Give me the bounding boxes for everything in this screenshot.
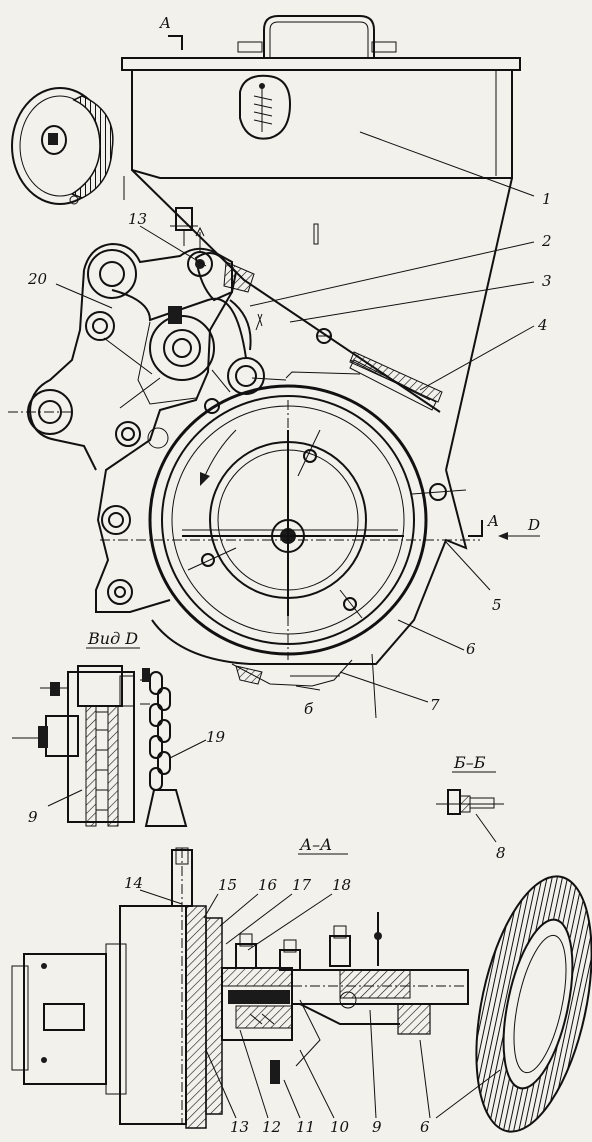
bolt-top xyxy=(329,925,351,967)
callout-1: 1 xyxy=(542,190,552,208)
section-aa: А–А xyxy=(11,835,592,1136)
callout-s10: 10 xyxy=(330,1118,350,1136)
callout-3: 3 xyxy=(542,272,552,290)
section-callouts: 14 15 16 17 18 13 12 11 10 9 6 xyxy=(124,874,501,1136)
view-d-caption: Вид D xyxy=(87,629,138,648)
view-d: Вид D 19 9 xyxy=(12,629,226,827)
drive-pulley xyxy=(11,87,114,205)
callout-4: 4 xyxy=(537,316,548,334)
callout-20: 20 xyxy=(27,270,48,288)
vane-bolt xyxy=(411,483,467,501)
front-view: A A D 1 2 3 4 5 6 7 13 xyxy=(8,14,552,719)
callout-s11: 11 xyxy=(296,1118,315,1136)
callout-s12: 12 xyxy=(262,1118,281,1136)
bolt-top xyxy=(235,933,257,969)
callouts: 1 2 3 4 5 6 7 13 20 б xyxy=(27,131,552,718)
vane-bolt xyxy=(297,429,321,477)
callout-5: 5 xyxy=(492,596,502,614)
callout-6: 6 xyxy=(466,640,476,658)
callout-14: 14 xyxy=(124,874,143,892)
section-a-letter: A xyxy=(158,14,171,32)
callout-b: б xyxy=(304,700,314,718)
callout-17: 17 xyxy=(292,876,312,894)
callout-7: 7 xyxy=(430,696,440,714)
section-a-letter-right: A xyxy=(486,512,499,530)
section-aa-caption: А–А xyxy=(299,835,332,854)
hanging-chain xyxy=(140,668,188,827)
vane-bolt xyxy=(339,589,363,619)
callout-s9: 9 xyxy=(372,1118,382,1136)
section-mark-a-top: A xyxy=(158,14,183,50)
vane-bolt xyxy=(187,547,237,571)
view-d-letter: D xyxy=(527,516,540,534)
callout-15: 15 xyxy=(218,876,237,894)
callout-19: 19 xyxy=(206,728,226,746)
callout-16: 16 xyxy=(258,876,278,894)
callout-13: 13 xyxy=(128,210,147,228)
section-bb: Б–Б 8 xyxy=(436,753,506,862)
section-bb-caption: Б–Б xyxy=(453,753,486,772)
callout-2: 2 xyxy=(541,232,552,250)
callout-9: 9 xyxy=(28,808,38,826)
bolt-top xyxy=(279,939,301,971)
callout-18: 18 xyxy=(332,876,351,894)
center-lines xyxy=(8,400,480,660)
callout-s6: 6 xyxy=(420,1118,430,1136)
seed-disc xyxy=(148,371,468,719)
seed-disc-oblique xyxy=(475,875,592,1133)
hopper xyxy=(121,15,521,471)
callout-s13: 13 xyxy=(230,1118,249,1136)
callout-8: 8 xyxy=(496,844,506,862)
section-mark-a-right: A D xyxy=(468,512,540,540)
